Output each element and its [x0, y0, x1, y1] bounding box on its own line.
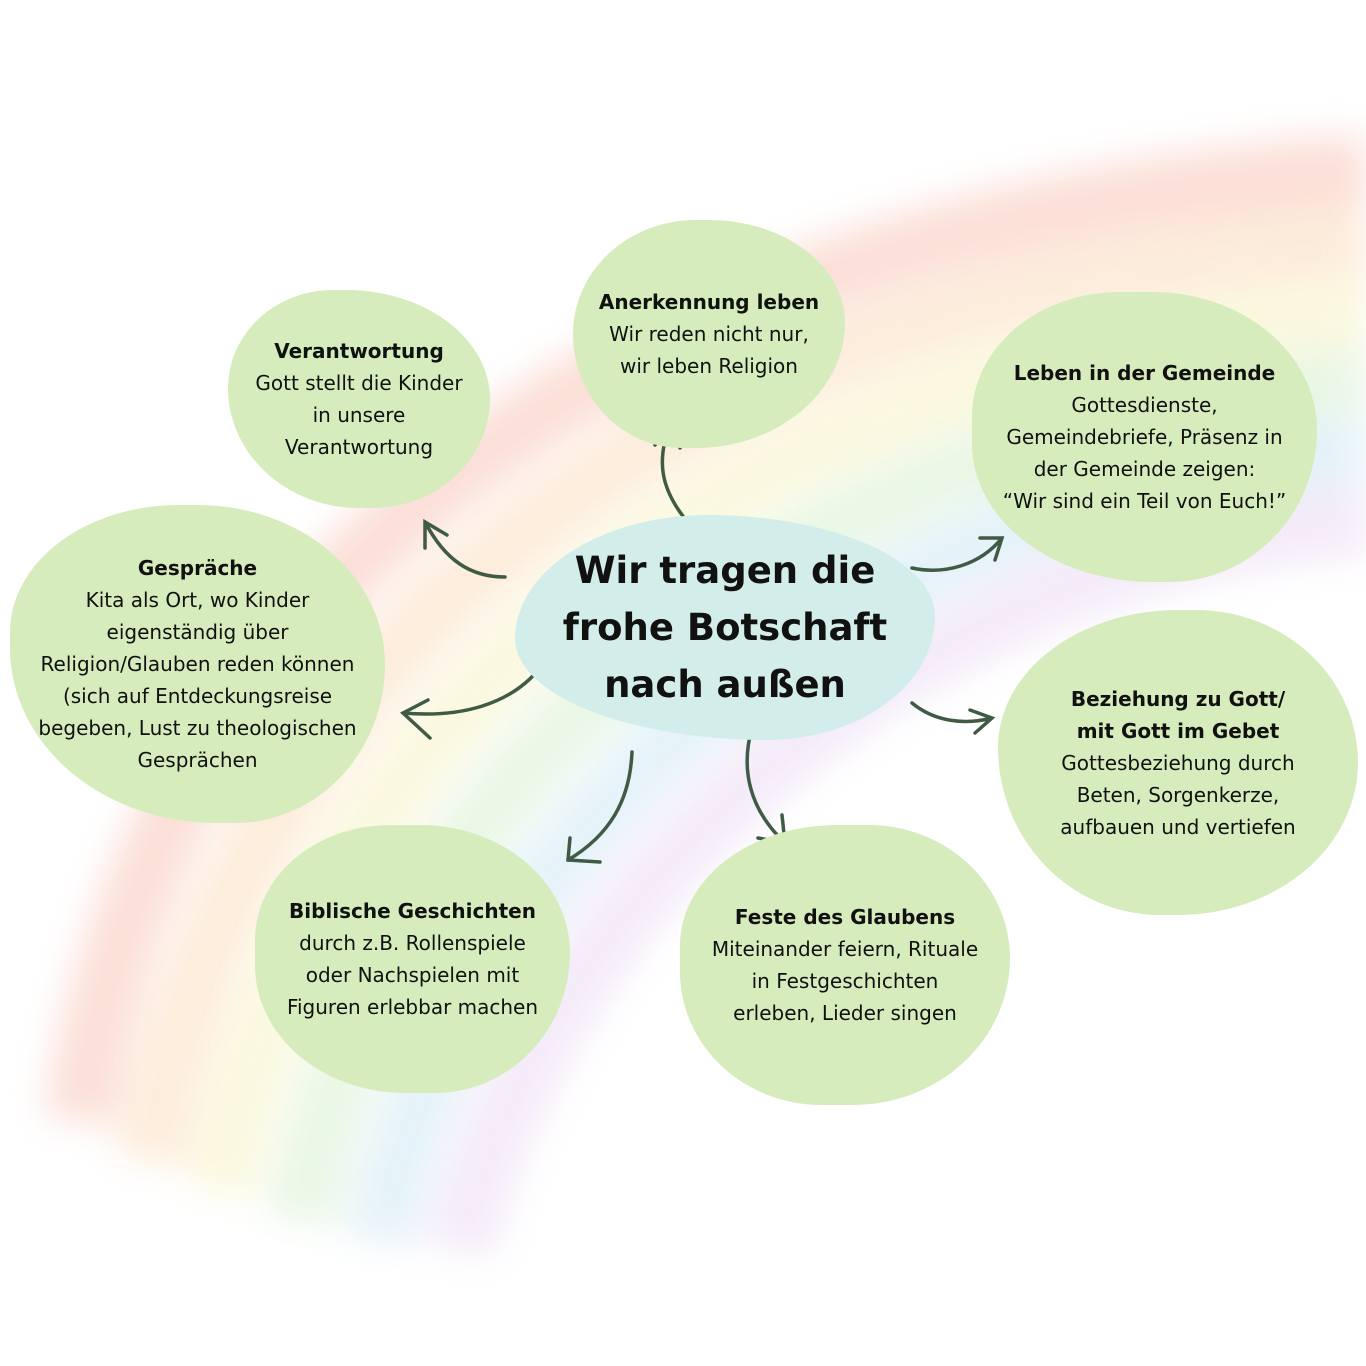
node-text: Gottesbeziehung durch Beten, Sorgenkerze… — [1060, 750, 1296, 839]
node-title: Anerkennung leben — [598, 290, 820, 314]
node-title: Verantwortung — [274, 339, 444, 363]
node-title: Biblische Geschichten — [289, 899, 536, 923]
node-title: Beziehung zu Gott/ mit Gott im Gebet — [1070, 686, 1286, 743]
node-anerkennung: Anerkennung leben Wir reden nicht nur, w… — [573, 220, 845, 448]
node-leben-in-der-gemeinde: Leben in der Gemeinde Gottesdienste, Gem… — [972, 292, 1317, 582]
node-text: durch z.B. Rollenspiele oder Nachspielen… — [286, 931, 539, 1019]
node-title: Feste des Glaubens — [734, 905, 956, 929]
node-feste-des-glaubens: Feste des Glaubens Miteinander feiern, R… — [680, 825, 1010, 1105]
node-text: Gottesdienste, Gemeindebriefe, Präsenz i… — [1002, 393, 1287, 513]
central-topic: Wir tragen die frohe Botschaft nach auße… — [515, 515, 935, 740]
node-biblische-geschichten: Biblische Geschichten durch z.B. Rollens… — [255, 825, 570, 1093]
node-gespraeche: Gespräche Kita als Ort, wo Kinder eigens… — [10, 505, 385, 823]
node-text: Wir reden nicht nur, wir leben Religion — [609, 322, 809, 378]
node-beziehung-zu-gott: Beziehung zu Gott/ mit Gott im Gebet Got… — [998, 610, 1358, 915]
node-text: Kita als Ort, wo Kinder eigenständig übe… — [38, 588, 357, 772]
node-title: Gespräche — [137, 556, 258, 580]
node-text: Gott stellt die Kinder in unsere Verantw… — [255, 371, 463, 459]
node-title: Leben in der Gemeinde — [1013, 361, 1276, 385]
node-text: Miteinander feiern, Rituale in Festgesch… — [711, 937, 979, 1025]
central-topic-title: Wir tragen die frohe Botschaft nach auße… — [562, 549, 888, 706]
node-verantwortung: Verantwortung Gott stellt die Kinder in … — [228, 290, 490, 508]
